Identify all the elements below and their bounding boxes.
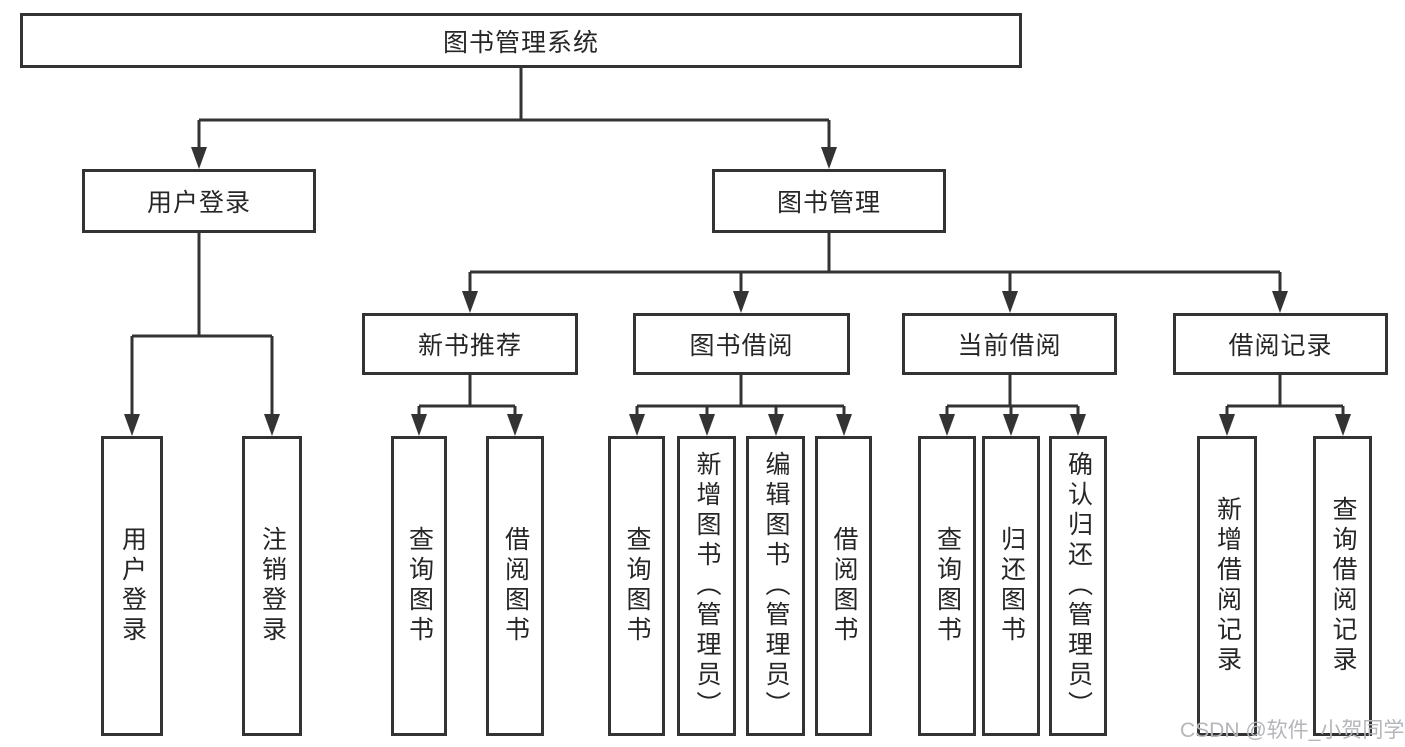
leaf-query-books-current: 查询图书 [918,436,976,736]
leaf-user-login: 用户登录 [101,436,163,736]
node-book-borrow: 图书借阅 [633,313,850,375]
node-new-book-recommend: 新书推荐 [362,313,578,375]
node-root: 图书管理系统 [20,13,1022,68]
leaf-borrow-books: 借阅图书 [815,436,872,736]
leaf-query-borrow-record: 查询借阅记录 [1313,436,1372,736]
leaf-query-books-recommend: 查询图书 [391,436,447,736]
leaf-add-book-admin: 新增图书（管理员） [677,436,736,736]
leaf-borrow-books-recommend: 借阅图书 [486,436,544,736]
leaf-confirm-return-admin: 确认归还（管理员） [1049,436,1107,736]
leaf-logout: 注销登录 [242,436,302,736]
node-borrow-records: 借阅记录 [1173,313,1388,375]
node-user-login: 用户登录 [82,169,316,233]
watermark-text: CSDN @软件_小贺同学 [1180,719,1405,742]
node-book-management: 图书管理 [712,169,946,233]
node-current-borrow: 当前借阅 [902,313,1117,375]
leaf-return-book: 归还图书 [982,436,1040,736]
leaf-add-borrow-record: 新增借阅记录 [1197,436,1257,736]
leaf-query-books-borrow: 查询图书 [608,436,665,736]
leaf-edit-book-admin: 编辑图书（管理员） [746,436,805,736]
